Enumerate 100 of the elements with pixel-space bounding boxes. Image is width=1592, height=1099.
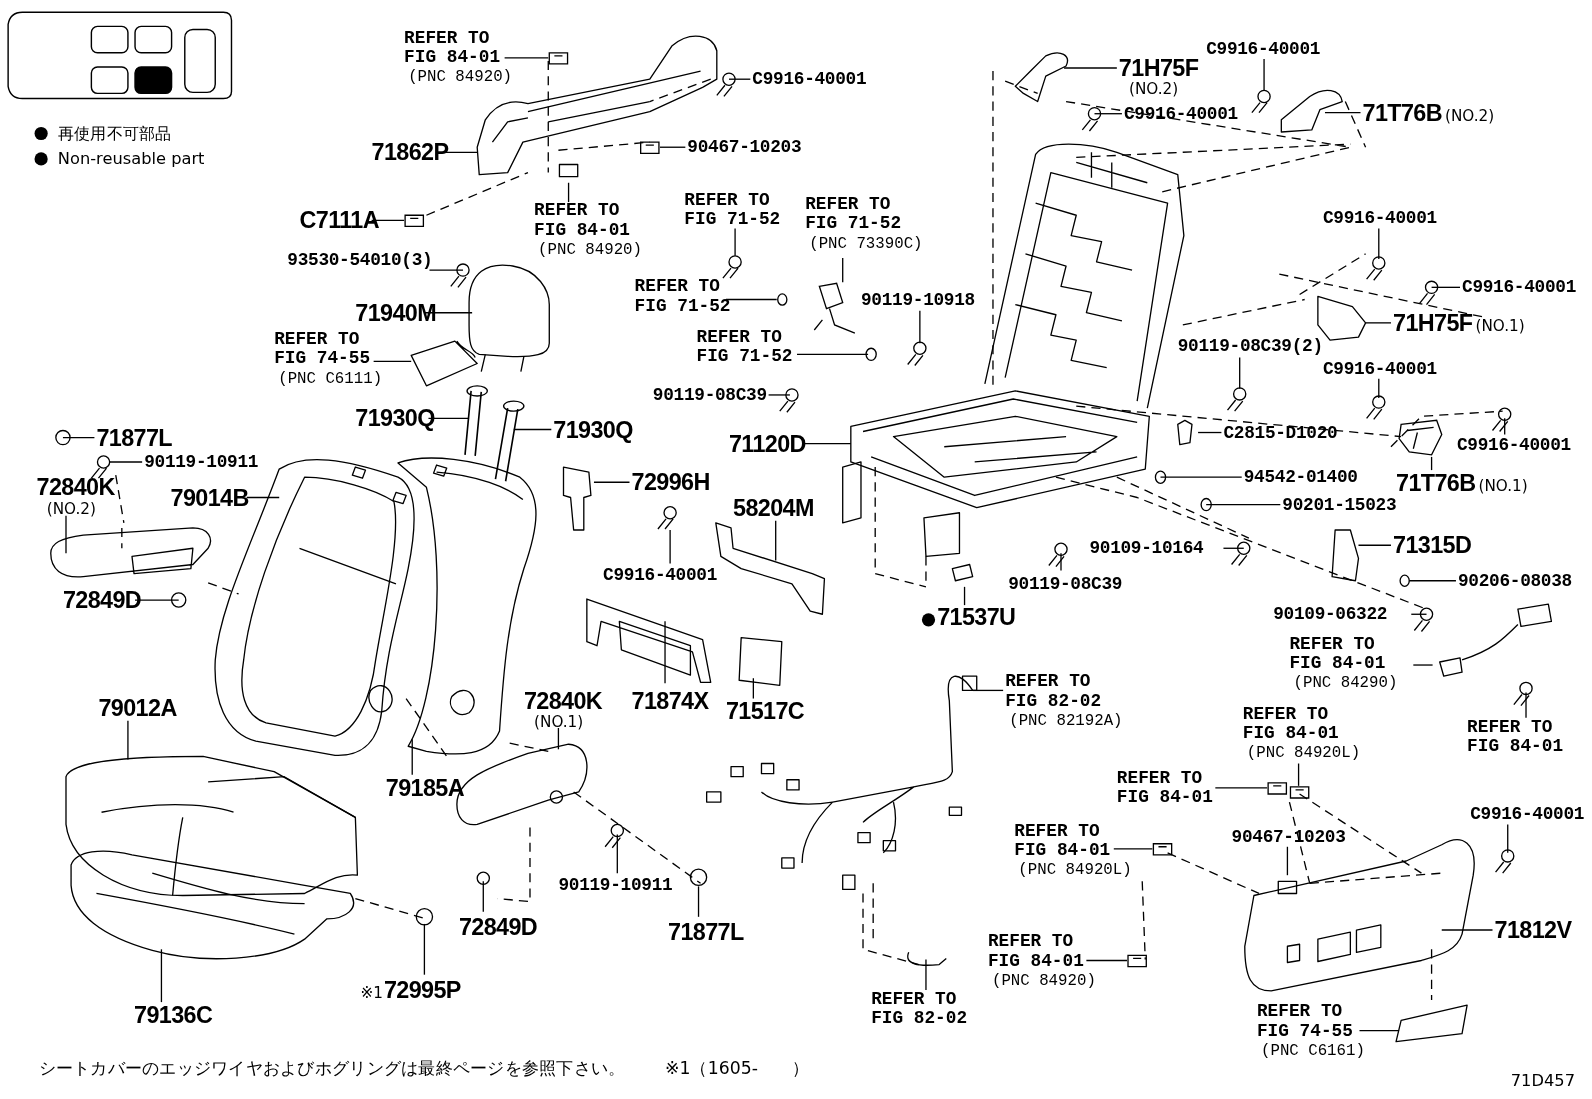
part-number: 90201-15023 <box>1282 494 1397 515</box>
part-number: 71537U <box>937 604 1016 631</box>
leader-line <box>734 227 736 257</box>
part-number: 90206-08038 <box>1458 570 1572 591</box>
part-number: 90467-10203 <box>1231 826 1346 847</box>
leader-line <box>1060 552 1062 572</box>
part-number: C7111A <box>299 207 379 234</box>
leader-line <box>728 78 751 80</box>
leader-line <box>62 436 96 439</box>
leader-line <box>767 394 791 396</box>
reference-note: REFER TO FIG 84-01 <box>1467 717 1565 757</box>
reference-note: REFER TO FIG 84-01 <box>1116 768 1214 808</box>
part-number: 90119-08C39 <box>1008 573 1123 594</box>
part-picture <box>1127 954 1148 968</box>
leader-line <box>1525 691 1527 719</box>
leader-line <box>796 353 869 355</box>
part-number: C2815-D1020 <box>1223 422 1338 443</box>
leader-line <box>1324 112 1362 114</box>
leader-line <box>246 496 280 499</box>
leader-line <box>1430 286 1461 288</box>
variant-note: (NO.1) <box>1475 315 1525 337</box>
part-number: 58204M <box>733 494 814 521</box>
leader-line <box>428 269 464 271</box>
leader-line <box>134 599 180 601</box>
reference-note: REFER TO FIG 84-01 <box>1289 634 1387 674</box>
part-number: 72840K <box>523 687 603 714</box>
footnote: ※1（1605- ） <box>665 1057 810 1079</box>
leader-line <box>1063 67 1118 69</box>
leader-line <box>372 360 412 363</box>
part-number: 71517C <box>725 697 805 724</box>
leader-line <box>925 958 927 991</box>
reference-note: REFER TO FIG 74-55 <box>274 330 372 369</box>
leader-line <box>1408 580 1457 582</box>
part-number: 90109-06322 <box>1273 604 1388 625</box>
part-number: 79136C <box>134 1002 213 1029</box>
part-picture <box>655 506 677 530</box>
leader-line <box>1205 503 1281 506</box>
reference-note: REFER TO FIG 84-01 <box>404 28 502 67</box>
part-number: C9916-40001 <box>1322 208 1437 229</box>
leader-line <box>423 923 426 976</box>
variant-note: (NO.1) <box>533 713 584 731</box>
part-number: 72849D <box>458 913 538 941</box>
leader-line <box>1297 762 1300 787</box>
pnc-note: (PNC 84920L) <box>1017 860 1132 881</box>
pnc-note: (PNC 84920L) <box>1245 743 1361 764</box>
part-number: 90119-10911 <box>558 875 673 896</box>
leader-line <box>444 151 478 153</box>
part-number: C9916-40001 <box>1206 38 1321 59</box>
leader-line <box>1085 959 1128 962</box>
part-number: 94542-01400 <box>1243 467 1358 488</box>
part-number: 72995P <box>383 976 461 1004</box>
leader-line <box>616 833 618 874</box>
pnc-note: (PNC 82192A) <box>1008 710 1123 731</box>
leader-line <box>1412 664 1434 666</box>
part-number: C9916-40001 <box>603 564 718 585</box>
part-number: 79185A <box>385 774 464 802</box>
part-picture <box>720 255 742 280</box>
leader-line <box>842 257 844 283</box>
leader-line <box>1239 356 1241 390</box>
reference-note: REFER TO FIG 84-01 <box>534 201 631 240</box>
part-picture <box>1397 418 1444 457</box>
leader-line <box>664 620 666 684</box>
pnc-note: (PNC 84920) <box>990 970 1096 991</box>
part-number: 90119-08C39(2) <box>1177 336 1323 357</box>
leader-line <box>1441 929 1494 931</box>
variant-note: (NO.2) <box>45 500 96 518</box>
part-picture <box>548 51 569 65</box>
leader-line <box>1410 613 1428 615</box>
reference-note: REFER TO FIG 84-01 <box>987 932 1085 971</box>
leader-line <box>1507 823 1509 854</box>
part-number: C9916-40001 <box>1462 277 1576 298</box>
reference-note: REFER TO FIG 71-52 <box>805 194 903 234</box>
leader-line <box>659 146 686 148</box>
part-picture <box>639 141 660 155</box>
part-number: 71T76B <box>1362 99 1442 126</box>
part-number: 71812V <box>1494 916 1572 944</box>
leader-line <box>127 720 129 761</box>
part-number: 71120D <box>729 430 806 457</box>
pnc-note: (PNC C6111) <box>277 368 383 389</box>
leader-line <box>1159 476 1243 478</box>
leader-line <box>1286 846 1289 876</box>
part-picture <box>1399 574 1411 588</box>
variant-note: (NO.2) <box>1445 105 1495 126</box>
variant-note: (NO.1) <box>1478 476 1528 497</box>
part-picture <box>1289 785 1310 800</box>
figure-number: 71D457 <box>1510 1071 1575 1092</box>
pnc-note: (PNC 84920) <box>407 67 513 88</box>
part-number: 90467-10203 <box>687 137 802 158</box>
part-number: C9916-40001 <box>1322 358 1437 379</box>
leader-line <box>482 880 484 913</box>
leader-line <box>1430 456 1433 471</box>
leader-line <box>1222 547 1245 549</box>
part-picture <box>89 455 110 480</box>
leader-line <box>1504 417 1506 436</box>
part-number: 90109-10164 <box>1089 538 1204 559</box>
part-number: 71T76B <box>1396 470 1476 497</box>
reference-note: REFER TO FIG 71-52 <box>684 190 782 230</box>
part-number: C9916-40001 <box>1456 434 1571 455</box>
part-number: 72849D <box>62 586 142 614</box>
leader-line <box>160 948 163 1003</box>
